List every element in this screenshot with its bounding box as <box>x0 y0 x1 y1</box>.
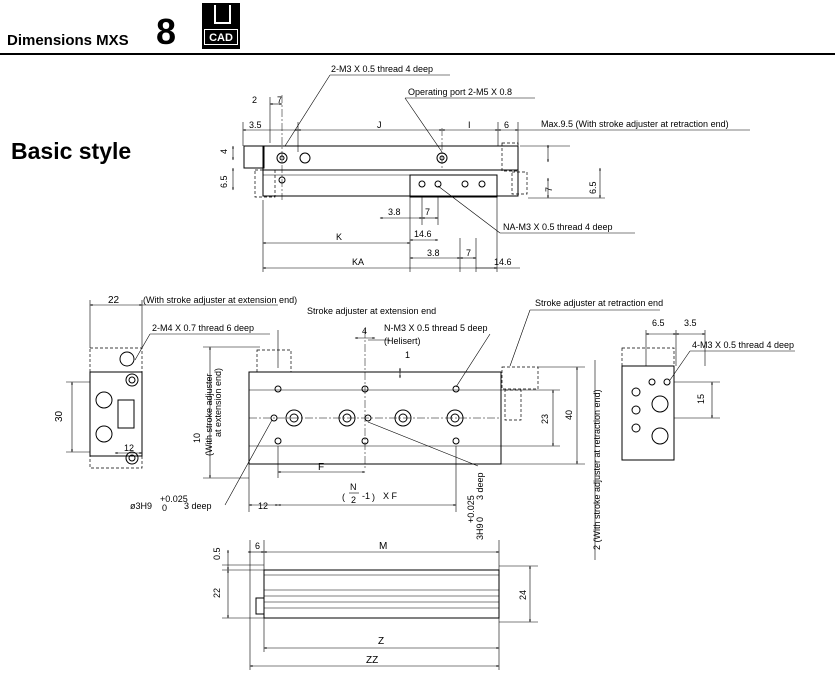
cad-badge-label: CAD <box>204 29 238 45</box>
label-na-thread: NA-M3 X 0.5 thread 4 deep <box>503 222 613 232</box>
dim-2: 2 <box>252 95 257 105</box>
dim-M: M <box>379 541 387 552</box>
dim-3-5-top: 3.5 <box>249 120 262 130</box>
dim-22-bottom: 22 <box>212 588 222 598</box>
dim-6-5-right: 6.5 <box>588 181 598 194</box>
dim-24: 24 <box>518 590 528 600</box>
dim-ZZ: ZZ <box>366 655 378 666</box>
dim-40: 40 <box>564 410 574 420</box>
label-adjuster-ext-end: Stroke adjuster at extension end <box>307 306 436 316</box>
dim-F: F <box>318 462 324 473</box>
label-vert-ext-1: (With stroke adjuster <box>204 373 214 456</box>
dim-Z: Z <box>378 636 384 647</box>
dim-6-bottom: 6 <box>255 541 260 551</box>
bottom-fitting <box>255 597 265 615</box>
dim-7-top: 7 <box>277 95 282 105</box>
top-end-cap <box>243 145 265 169</box>
section-title: Basic style <box>11 138 132 164</box>
dim-15: 15 <box>696 394 706 404</box>
label-thread-m4: 2-M4 X 0.7 thread 6 deep <box>152 323 254 333</box>
dim-14-6-b: 14.6 <box>494 257 512 267</box>
formula-n: N <box>350 482 357 492</box>
page-title: Dimensions MXS <box>7 32 129 49</box>
dim-7-right: 7 <box>544 187 554 192</box>
formula-minus-one: -1 <box>362 491 370 501</box>
model-size: 8 <box>156 11 177 52</box>
label-bore-right: 3H9 <box>475 523 485 540</box>
dim-3-5-side: 3.5 <box>684 318 697 328</box>
label-with-adjuster-ext: (With stroke adjuster at extension end) <box>143 295 297 305</box>
dim-J: J <box>377 120 382 130</box>
dim-4-top: 4 <box>219 149 229 154</box>
svg-text:(: ( <box>342 492 345 502</box>
dim-7-b: 7 <box>466 248 471 258</box>
dim-4-front: 4 <box>362 326 367 336</box>
label-bore-left-tol-upper: +0.025 <box>160 494 188 504</box>
svg-text:): ) <box>372 492 375 502</box>
top-adjuster-ret <box>501 142 519 172</box>
dim-23: 23 <box>540 414 550 424</box>
formula-xf: X F <box>383 491 398 501</box>
dim-6-5-side: 6.5 <box>652 318 665 328</box>
front-view: 22 (With stroke adjuster at extension en… <box>54 295 795 560</box>
side-view-left-body <box>89 371 143 457</box>
formula-2: 2 <box>351 495 356 505</box>
side-view-right-body <box>621 365 675 461</box>
bottom-view: 0.5 6 M 22 24 Z ZZ <box>212 540 538 670</box>
label-bore-left: ø3H9 <box>130 501 152 511</box>
dim-3-8-a: 3.8 <box>388 207 401 217</box>
dim-6-top: 6 <box>504 120 509 130</box>
dim-3-8-b: 3.8 <box>427 248 440 258</box>
dim-10: 10 <box>192 433 202 443</box>
header: Dimensions MXS 8 CAD <box>0 0 835 60</box>
dim-K: K <box>336 232 342 242</box>
front-adjuster-ext <box>256 349 292 373</box>
label-bore-right-depth: 3 deep <box>475 472 485 500</box>
dim-KA: KA <box>352 257 364 267</box>
side-view-right-outline <box>621 347 675 461</box>
front-adjuster-ret <box>501 366 539 390</box>
dim-14-6-a: 14.6 <box>414 229 432 239</box>
dim-6-5-left: 6.5 <box>219 175 229 188</box>
cad-badge[interactable]: CAD <box>202 3 240 49</box>
label-bore-right-tol-upper: +0.025 <box>466 495 476 523</box>
label-4m3-thread: 4-M3 X 0.5 thread 4 deep <box>692 340 794 350</box>
top-rail <box>409 174 498 198</box>
label-vert-ret: 2 (With stroke adjuster at retraction en… <box>592 389 602 550</box>
dim-1: 1 <box>405 350 410 360</box>
top-body <box>262 145 519 197</box>
cad-disk-icon <box>214 5 231 24</box>
top-adjuster-ext <box>254 169 276 198</box>
label-bore-left-depth: 3 deep <box>184 501 212 511</box>
dim-12-side: 12 <box>124 443 134 453</box>
label-bore-right-tol-lower: 0 <box>475 517 485 522</box>
dim-7-a: 7 <box>425 207 430 217</box>
label-vert-ext-2: at extension end) <box>213 368 223 437</box>
label-operating-port: Operating port 2-M5 X 0.8 <box>408 87 512 97</box>
label-thread-top: 2-M3 X 0.5 thread 4 deep <box>331 64 433 74</box>
dim-22-side: 22 <box>108 295 120 306</box>
dim-0-5: 0.5 <box>212 547 222 560</box>
dim-30: 30 <box>54 410 65 422</box>
header-divider <box>0 53 835 55</box>
label-helisert: (Helisert) <box>384 336 421 346</box>
label-bore-left-tol-lower: 0 <box>162 503 167 513</box>
label-max-stroke-adjuster: Max.9.5 (With stroke adjuster at retract… <box>541 119 729 129</box>
top-view: 2-M3 X 0.5 thread 4 deep Operating port … <box>219 64 750 272</box>
dim-12-front: 12 <box>258 501 268 511</box>
label-n-thread: N-M3 X 0.5 thread 5 deep <box>384 323 488 333</box>
label-adjuster-ret-end: Stroke adjuster at retraction end <box>535 298 663 308</box>
dim-I: I <box>468 120 471 130</box>
bottom-body <box>263 569 500 619</box>
